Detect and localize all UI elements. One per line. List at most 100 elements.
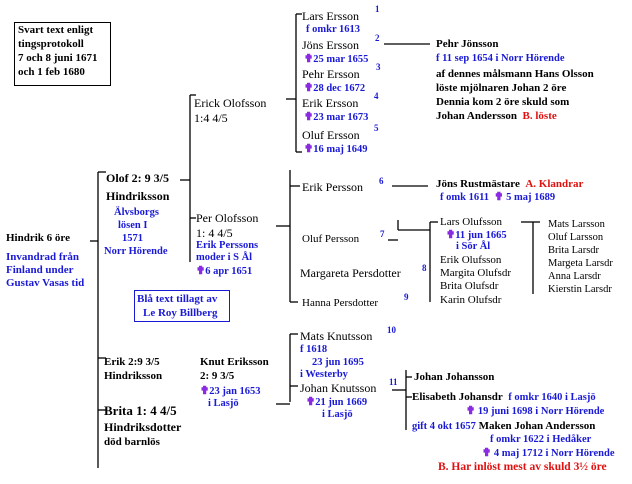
pehr-jonsson-name: Pehr Jönsson [436,38,499,50]
brita-olufsdr-name: Brita Olufsdr [440,280,499,292]
knut-eriksson-death: ✟23 jan 1653 [200,385,261,397]
mats-knutsson-birth: f 1618 [300,344,328,355]
elisabeth-johansdr-death: ✟ 19 juni 1698 i Norr Hörende [466,405,605,417]
pehr-jonsson-note: Dennia kom 2 öre skuld som [436,96,570,108]
margareta-persdotter-name: Margareta Persdotter [300,266,401,280]
root-note: Gustav Vasas tid [6,277,85,289]
olof-note: lösen I [118,220,148,231]
olof-note: Norr Hörende [104,246,168,257]
lars-ersson-name: Lars Ersson [302,9,359,23]
cross-icon: ✟ [482,447,492,459]
oluf-larsson-name: Oluf Larsson [548,232,604,243]
cross-icon: ✟ [304,82,314,94]
legend-box [134,290,230,322]
cross-icon: ✟ [494,191,504,203]
root-note: Invandrad från [6,251,80,263]
elisabeth-johansdr-name: Elisabeth Johansdr f omkr 1640 i Lasjö [412,391,596,403]
mats-knutsson-place: i Westerby [300,369,348,380]
jons-ersson-death: ✟25 mar 1655 [304,53,369,65]
lars-olufsson-name: Lars Olufsson [440,216,503,228]
brita-name: Brita 1: 4 4/5 [104,403,177,418]
karin-olufsdr-name: Karin Olufsdr [440,294,502,306]
legend-line: Le Roy Billberg [143,307,218,319]
root-note: Finland under [6,264,74,276]
per-olofsson-name: Per Olofsson [196,211,259,225]
per-olofsson-note: moder i S Ål [196,252,253,263]
jons-rustmastare-dates: f omk 1611 ✟ 5 maj 1689 [440,191,556,203]
brita-surname: Hindriksdotter [104,420,182,434]
source-note-line: tingsprotokoll [18,38,84,50]
source-note-box [14,22,111,86]
erik-ersson-death: ✟23 mar 1673 [304,111,369,123]
cross-icon: ✟ [304,143,314,155]
root-person-name: Hindrik 6 öre [6,232,70,244]
lars-olufsson-place: i Sör Ål [456,241,491,252]
oluf-ersson-name: Oluf Ersson [302,128,360,142]
per-olofsson-share: 1: 4 4/5 [196,226,233,240]
erik-persson-name: Erik Persson [302,180,363,194]
pehr-jonsson-note: löste mjölnaren Johan 2 öre [436,82,567,94]
ref-number: 7 [380,229,385,239]
margita-olufsdr-name: Margita Olufsdr [440,267,511,279]
erik-hindriksson-name: Erik 2:9 3/5 [104,356,160,368]
pehr-jonsson-birth: f 11 sep 1654 i Norr Hörende [436,53,565,64]
johan-johansson-name: Johan Johansson [414,371,495,383]
jons-ersson-name: Jöns Ersson [302,38,360,52]
erik-olufsson-name: Erik Olufsson [440,254,502,266]
anna-larsdr-name: Anna Larsdr [548,271,601,282]
johan-knutsson-name: Johan Knutsson [300,381,377,395]
mats-knutsson-death: 23 jun 1695 [312,357,364,368]
oluf-ersson-death: ✟16 maj 1649 [304,143,368,155]
cross-icon: ✟ [196,265,206,277]
ref-number: 1 [375,4,380,14]
lars-olufsson-death: ✟11 jun 1665 [446,229,507,241]
pehr-jonsson-note: Johan Andersson B. löste [436,110,557,122]
olof-note: Älvsborgs [114,207,159,218]
knut-eriksson-place: i Lasjö [208,398,239,409]
maken-birth: f omkr 1622 i Hedåker [490,434,592,445]
cross-icon: ✟ [304,53,314,65]
pehr-ersson-name: Pehr Ersson [302,67,360,81]
knut-eriksson-share: 2: 9 3/5 [200,370,235,382]
erick-olofsson-name: Erick Olofsson [194,96,267,110]
pehr-ersson-death: ✟28 dec 1672 [304,82,366,94]
maken-death: ✟ 4 maj 1712 i Norr Hörende [482,447,615,459]
johan-knutsson-place: i Lasjö [322,409,353,420]
cross-icon: ✟ [306,396,316,408]
johan-knutsson-death: ✟21 jun 1669 [306,396,368,408]
kierstin-larsdr-name: Kierstin Larsdr [548,284,612,295]
pehr-jonsson-note: af dennes målsmann Hans Olsson [436,68,594,80]
olof-name: Olof 2: 9 3/5 [106,171,169,185]
brita-larsdr-name: Brita Larsdr [548,245,600,256]
cross-icon: ✟ [466,405,476,417]
olof-surname: Hindriksson [106,189,170,203]
lars-ersson-birth: f omkr 1613 [306,24,361,35]
marriage-line: gift 4 okt 1657 Maken Johan Andersson [412,420,596,432]
ref-number: 11 [389,377,398,387]
ref-number: 10 [387,325,396,335]
source-note-line: och 1 feb 1680 [18,66,85,78]
knut-eriksson-name: Knut Eriksson [200,356,269,368]
ref-number: 2 [375,33,380,43]
ref-number: 8 [422,263,427,273]
ref-number: 9 [404,292,409,302]
legend-line: Blå text tillagt av [137,293,218,305]
cross-icon: ✟ [304,111,314,123]
mats-larsson-name: Mats Larsson [548,219,605,230]
erick-olofsson-share: 1:4 4/5 [194,111,228,125]
mats-knutsson-name: Mats Knutsson [300,329,373,343]
erik-ersson-name: Erik Ersson [302,96,359,110]
ref-number: 4 [374,91,379,101]
brita-note: död barnlös [104,436,160,448]
per-olofsson-death: ✟6 apr 1651 [196,265,253,277]
source-note-line: Svart text enligt [18,24,94,36]
source-note-line: 7 och 8 juni 1671 [18,52,98,64]
ref-number: 3 [376,62,381,72]
per-olofsson-note: Erik Perssons [196,240,259,251]
hanna-persdotter-name: Hanna Persdotter [302,297,379,309]
ref-number: 6 [379,176,384,186]
olof-note: 1571 [122,233,143,244]
erik-hindriksson-surname: Hindriksson [104,370,163,382]
cross-icon: ✟ [446,229,456,241]
